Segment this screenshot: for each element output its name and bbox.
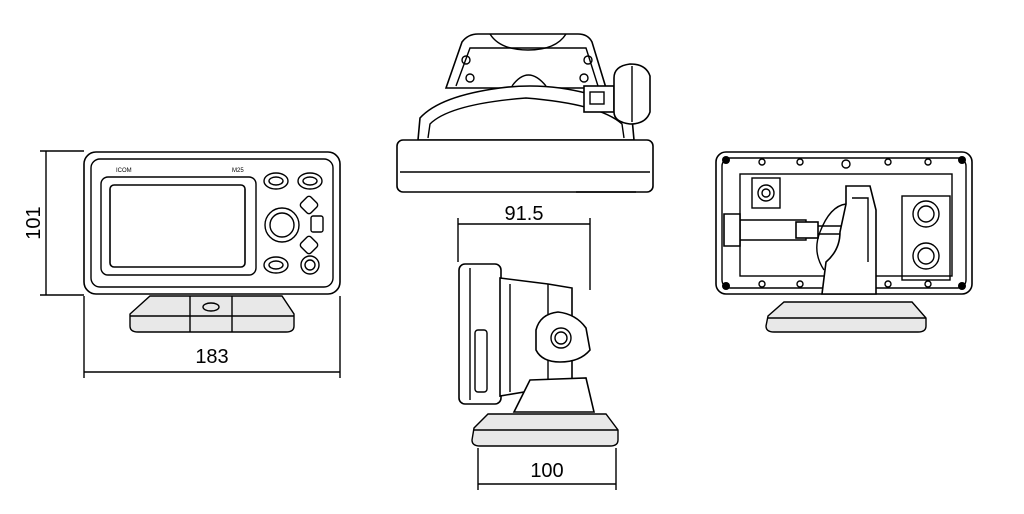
base-dimension: 100 — [477, 448, 617, 490]
model-label: M25 — [232, 168, 244, 174]
base-dim-label: 100 — [530, 460, 563, 482]
rear-view — [715, 151, 973, 333]
rear-screws — [722, 156, 966, 290]
front-screen — [100, 176, 257, 276]
front-stand — [129, 295, 295, 333]
rear-connectors — [901, 195, 951, 281]
width-dimension: 183 — [83, 296, 341, 378]
top-view — [396, 33, 654, 193]
depth-dimension: 91.5 — [457, 203, 591, 290]
front-buttons — [263, 172, 324, 275]
brand-label: ICOM — [116, 168, 132, 174]
side-view: 91.5 100 — [457, 203, 619, 490]
front-view: ICOM M25 101 — [23, 150, 341, 378]
width-dim-label: 183 — [195, 346, 228, 368]
height-dim-label: 101 — [23, 206, 45, 239]
height-dimension: 101 — [23, 150, 84, 296]
depth-dim-label: 91.5 — [505, 203, 544, 225]
